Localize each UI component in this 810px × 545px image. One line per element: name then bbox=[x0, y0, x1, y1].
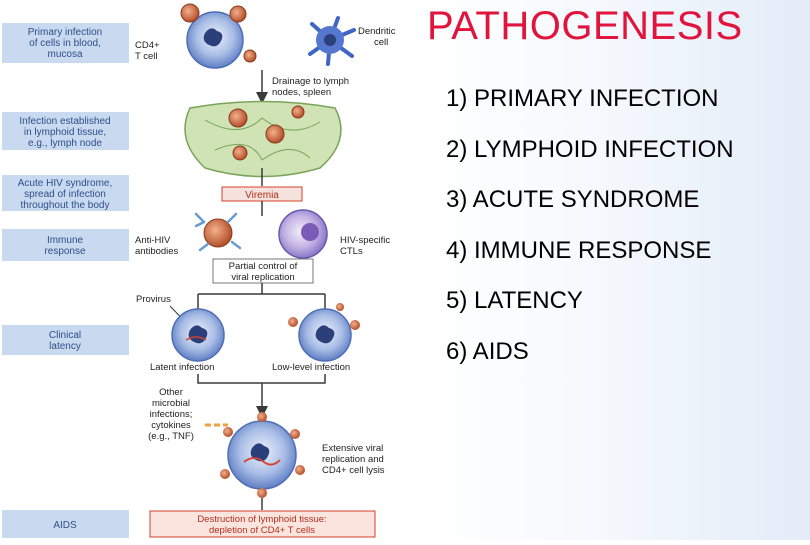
content-panel: PATHOGENESIS 1) PRIMARY INFECTION 2) LYM… bbox=[415, 0, 810, 540]
low-level-infection-label: Low-level infection bbox=[272, 362, 350, 373]
lymph-node-icon bbox=[184, 100, 342, 178]
ctls-label-2: CTLs bbox=[340, 246, 363, 257]
svg-text:Immune: Immune bbox=[47, 235, 84, 246]
svg-text:Other: Other bbox=[159, 387, 183, 398]
svg-text:response: response bbox=[44, 246, 86, 257]
svg-text:throughout the body: throughout the body bbox=[21, 200, 110, 211]
hiv-pathogenesis-diagram: Primary infection of cells in blood, muc… bbox=[2, 3, 396, 538]
svg-text:(e.g., TNF): (e.g., TNF) bbox=[148, 431, 194, 442]
cd4-cell-label: CD4+ bbox=[135, 40, 160, 51]
ctls-label: HIV-specific bbox=[340, 235, 390, 246]
step-item: 4) IMMUNE RESPONSE bbox=[446, 236, 712, 264]
steps-list: 1) PRIMARY INFECTION 2) LYMPHOID INFECTI… bbox=[446, 82, 734, 385]
stage-box-latency: Clinical latency bbox=[2, 325, 129, 355]
svg-text:Extensive viral: Extensive viral bbox=[322, 443, 383, 454]
viremia-box: Viremia bbox=[221, 186, 303, 202]
slide-title: PATHOGENESIS bbox=[427, 4, 743, 48]
dendritic-label: Dendritic bbox=[358, 26, 396, 37]
svg-text:Partial control of: Partial control of bbox=[229, 261, 298, 272]
svg-text:microbial: microbial bbox=[152, 398, 190, 409]
stage-box-aids: AIDS bbox=[2, 510, 129, 538]
svg-text:Infection established: Infection established bbox=[19, 116, 110, 127]
ctl-cell-icon bbox=[278, 209, 328, 259]
step-item: 3) ACUTE SYNDROME bbox=[446, 186, 700, 213]
virion-icon bbox=[180, 3, 257, 63]
svg-text:CD4+ cell lysis: CD4+ cell lysis bbox=[322, 465, 385, 476]
svg-text:infections;: infections; bbox=[150, 409, 193, 420]
partial-control-box: Partial control of viral replication bbox=[212, 258, 314, 284]
svg-text:spread of infection: spread of infection bbox=[24, 189, 106, 200]
antibodies-label-2: antibodies bbox=[135, 246, 179, 257]
branch-arrow bbox=[197, 283, 326, 310]
virion-antibody-icon bbox=[194, 212, 242, 252]
svg-text:Viremia: Viremia bbox=[245, 190, 279, 201]
svg-text:Clinical: Clinical bbox=[49, 330, 81, 341]
svg-text:viral replication: viral replication bbox=[231, 272, 294, 283]
cd4-t-cell-icon bbox=[186, 11, 244, 69]
svg-text:cytokines: cytokines bbox=[151, 420, 191, 431]
svg-text:mucosa: mucosa bbox=[47, 49, 82, 60]
stage-box-acute: Acute HIV syndrome, spread of infection … bbox=[2, 175, 129, 211]
svg-text:replication and: replication and bbox=[322, 454, 384, 465]
low-level-cell-icon bbox=[288, 303, 360, 362]
provirus-label: Provirus bbox=[136, 294, 171, 305]
svg-text:depletion of CD4+ T cells: depletion of CD4+ T cells bbox=[209, 525, 315, 536]
lysing-cell-icon bbox=[220, 412, 305, 498]
svg-text:of cells in blood,: of cells in blood, bbox=[29, 38, 101, 49]
stage-box-immune: Immune response bbox=[2, 229, 129, 261]
svg-text:e.g., lymph node: e.g., lymph node bbox=[28, 138, 102, 149]
latent-cell-icon bbox=[171, 308, 225, 362]
latent-infection-label: Latent infection bbox=[150, 362, 214, 373]
dendritic-cell-icon bbox=[308, 16, 356, 66]
t-cell-label: T cell bbox=[135, 51, 158, 62]
step-item: 2) LYMPHOID INFECTION bbox=[446, 135, 734, 163]
merge-arrow bbox=[197, 374, 326, 412]
svg-text:Primary infection: Primary infection bbox=[28, 27, 102, 38]
step-item: 1) PRIMARY INFECTION bbox=[446, 85, 719, 112]
stage-box-lymphoid: Infection established in lymphoid tissue… bbox=[2, 112, 129, 150]
destruction-box: Destruction of lymphoid tissue: depletio… bbox=[149, 510, 376, 538]
antibodies-label: Anti-HIV bbox=[135, 235, 171, 246]
other-infections-label: Other microbial infections; cytokines (e… bbox=[148, 387, 194, 442]
drainage-label: Drainage to lymph bbox=[272, 76, 349, 87]
dendritic-cell-label: cell bbox=[374, 37, 388, 48]
svg-text:in lymphoid tissue,: in lymphoid tissue, bbox=[24, 127, 106, 138]
drainage-label-2: nodes, spleen bbox=[272, 87, 331, 98]
svg-text:AIDS: AIDS bbox=[53, 520, 77, 531]
stage-box-primary: Primary infection of cells in blood, muc… bbox=[2, 23, 129, 63]
step-item: 5) LATENCY bbox=[446, 287, 583, 314]
extensive-replication-label: Extensive viral replication and CD4+ cel… bbox=[322, 443, 385, 476]
svg-text:Acute HIV syndrome,: Acute HIV syndrome, bbox=[18, 178, 112, 189]
svg-text:Destruction of lymphoid tissue: Destruction of lymphoid tissue: bbox=[197, 514, 326, 525]
svg-text:latency: latency bbox=[49, 341, 81, 352]
step-item: 6) AIDS bbox=[446, 337, 529, 365]
